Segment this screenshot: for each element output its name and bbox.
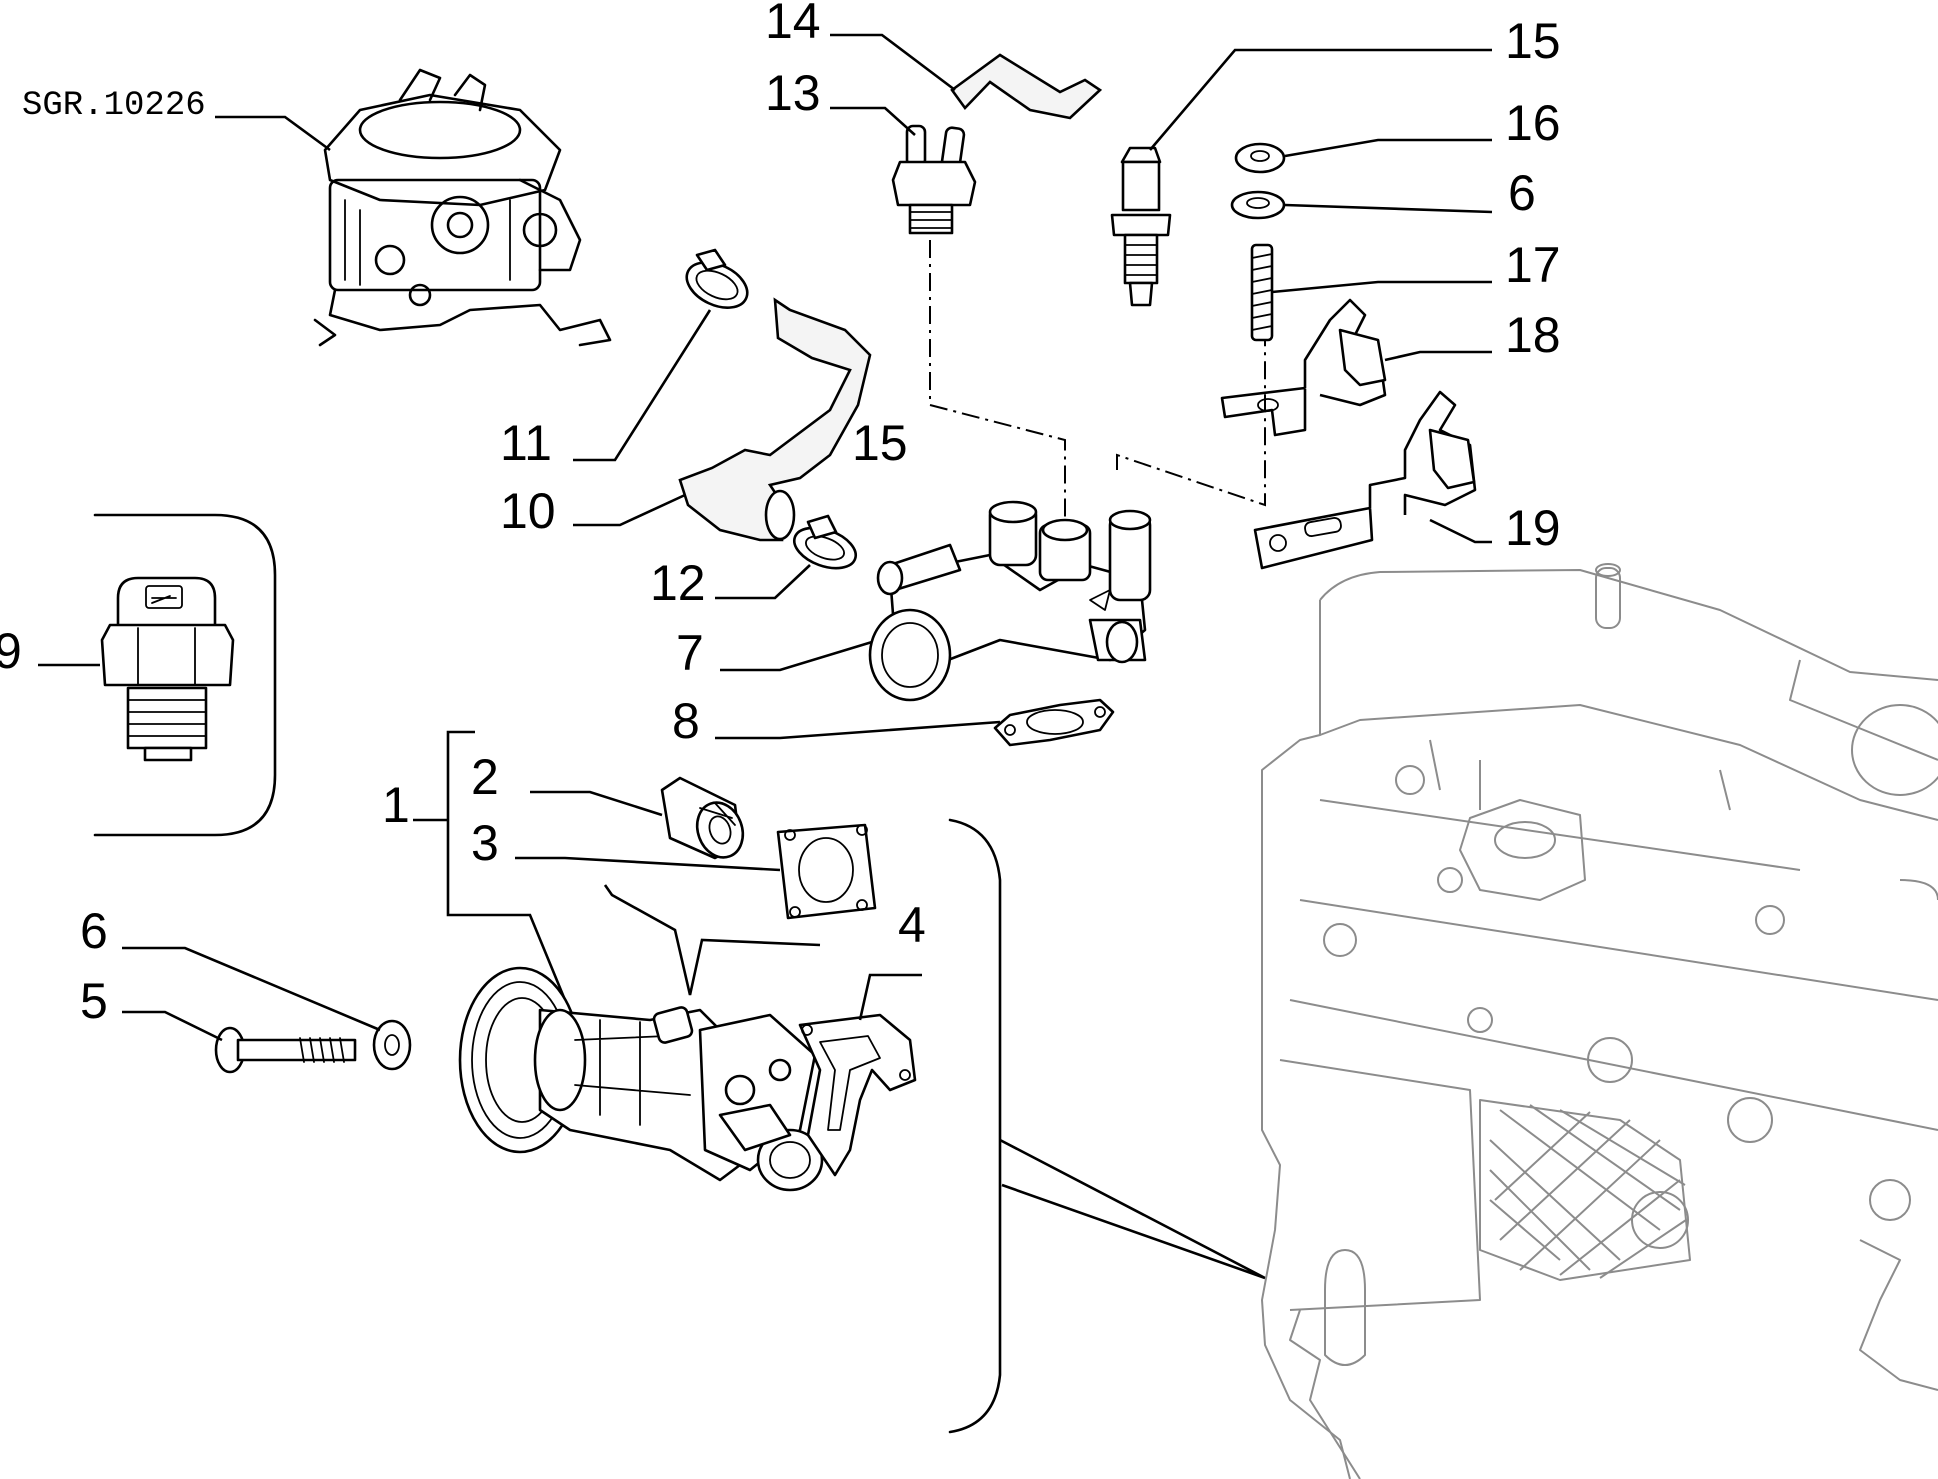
callout-2: 2: [471, 749, 499, 805]
callout-1: 1: [382, 777, 410, 833]
callout-4: 4: [898, 897, 926, 953]
part-2-drawing: [660, 776, 745, 860]
hose-end: [764, 489, 796, 541]
leader-14: [830, 33, 956, 92]
callout-13: 13: [765, 65, 821, 121]
callout-6-top: 6: [1508, 165, 1536, 221]
part-6-washer-top-drawing: [1230, 190, 1286, 220]
part-3-indicator-line: [603, 884, 821, 996]
part-9-sender-drawing: [100, 576, 235, 762]
leader-19: [1429, 518, 1492, 544]
callout-14: 14: [765, 0, 821, 49]
engine-location-bracket: [948, 818, 1002, 1434]
callout-7: 7: [676, 625, 704, 681]
part-7-housing-drawing: [868, 500, 1152, 702]
part-16-nut-drawing: [1234, 142, 1286, 174]
leader-drawing-ref: [215, 115, 331, 152]
callout-12: 12: [650, 555, 706, 611]
leader-2: [530, 790, 663, 817]
leader-8: [715, 720, 1001, 740]
leader-11: [573, 309, 712, 462]
engine-location-leader: [999, 1138, 1266, 1280]
callout-6-lower: 6: [80, 903, 108, 959]
callout-15-top: 15: [1505, 13, 1561, 69]
leader-7: [720, 640, 873, 672]
part-12-clamp-drawing: [793, 514, 857, 570]
part-5-bolt-drawing: [214, 1026, 357, 1074]
callout-16: 16: [1505, 95, 1561, 151]
callout-11: 11: [500, 415, 552, 471]
part-10-hose-drawing: [678, 297, 872, 542]
leader-15-top: [1149, 48, 1492, 151]
leader-5: [122, 1010, 223, 1042]
part-4-gasket-drawing: [798, 1013, 917, 1177]
part-8-gasket-drawing: [993, 698, 1115, 747]
part-3-gasket-drawing: [776, 823, 877, 920]
leader-17: [1271, 280, 1492, 294]
carburetor-drawing: [313, 68, 612, 347]
leader-3: [515, 856, 781, 872]
part-18-bracket-drawing: [1220, 298, 1387, 437]
leader-6-lower: [122, 946, 381, 1032]
leader-10: [573, 493, 686, 527]
part-11-clamp-drawing: [685, 248, 749, 309]
leader-18: [1384, 350, 1492, 362]
part-1-group-bracket: [446, 730, 567, 1001]
callout-9: 9: [0, 623, 22, 679]
part-6-washer-lower-drawing: [372, 1019, 412, 1071]
callout-5: 5: [80, 973, 108, 1029]
part-15-sender-drawing: [1110, 146, 1172, 307]
leader-13: [830, 106, 916, 136]
part-1-water-pump-drawing: [458, 966, 824, 1192]
callout-8: 8: [672, 693, 700, 749]
leader-16: [1284, 138, 1492, 158]
assembly-line-13: [929, 240, 1066, 520]
callout-10: 10: [500, 483, 556, 539]
part-19-bracket-drawing: [1253, 390, 1477, 570]
assembly-line-15: [1116, 340, 1266, 507]
part-17-stud-drawing: [1250, 243, 1274, 342]
part-13-drawing: [891, 124, 977, 235]
callout-15-mid: 15: [852, 415, 908, 471]
drawing-reference-label: SGR.10226: [22, 87, 206, 125]
part-9-inset-frame: [93, 513, 277, 837]
part-14-drawing: [950, 53, 1103, 120]
callout-17: 17: [1505, 237, 1561, 293]
engine-block-drawing: [1261, 563, 1938, 1479]
callout-3: 3: [471, 815, 499, 871]
leader-6-top: [1284, 203, 1493, 214]
callout-19: 19: [1505, 500, 1561, 556]
callout-18: 18: [1505, 307, 1561, 363]
leader-12: [715, 564, 811, 600]
leader-4: [858, 973, 922, 1021]
